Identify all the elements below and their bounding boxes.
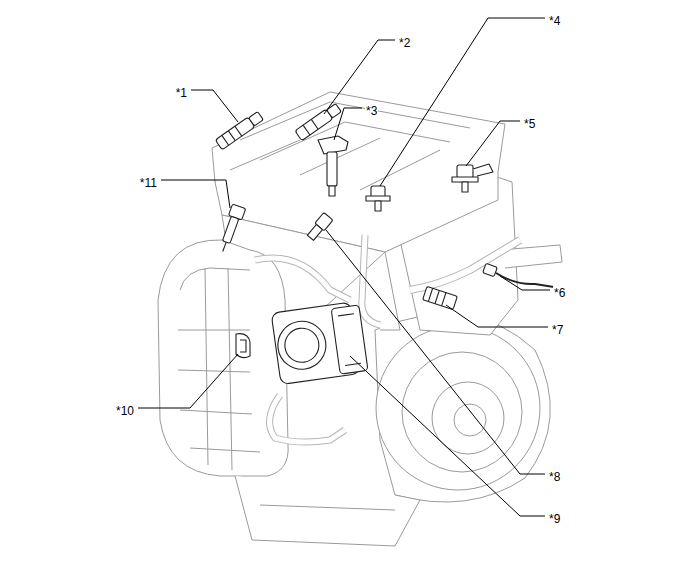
callout-label-holder: *6 — [553, 283, 566, 301]
leader-lines-piece — [324, 40, 395, 114]
leader-lines-piece — [138, 354, 238, 408]
callout-number: *1 — [175, 86, 188, 100]
sensor-parts-piece-piece — [222, 216, 238, 243]
sensor-parts-piece-piece — [331, 305, 368, 374]
engine-outline-piece — [454, 404, 486, 436]
engine-outline-piece — [270, 395, 345, 442]
sensor-parts-piece-piece — [283, 326, 321, 364]
sensor-parts-piece-piece — [462, 182, 468, 192]
engine-outline-piece — [178, 268, 260, 452]
callout-label-holder: *3 — [365, 101, 378, 119]
engine-outline-piece — [205, 268, 232, 470]
callout-label-holder: *5 — [523, 114, 536, 132]
sensor-parts-piece — [452, 164, 493, 192]
leader-lines-piece — [446, 305, 548, 327]
engine-outline-piece — [376, 326, 540, 490]
sensor-parts — [215, 103, 560, 385]
callout-label-holder: *11 — [139, 173, 158, 191]
leader-lines-piece — [380, 18, 545, 186]
engine-outline-piece — [235, 476, 420, 546]
engine-outline-piece — [255, 258, 350, 300]
sensor-parts-piece-piece — [338, 314, 361, 366]
sensor-parts-piece — [271, 301, 368, 385]
leader-lines-piece — [350, 356, 545, 516]
sensor-parts-piece-piece — [423, 286, 458, 309]
leader-lines — [138, 18, 550, 516]
sensor-parts-piece-piece — [215, 117, 255, 150]
engine-outline-piece — [410, 240, 520, 290]
callout-number: *10 — [115, 404, 135, 418]
leader-lines-piece — [334, 108, 362, 140]
leader-lines-piece — [500, 276, 550, 290]
sensor-parts-piece-piece — [428, 288, 446, 306]
callout-label-holder: *4 — [548, 11, 561, 29]
sensor-parts-piece-piece — [483, 263, 498, 277]
engine-outline-piece — [260, 122, 450, 160]
callout-label-holder: *7 — [551, 320, 564, 338]
sensor-parts-piece-piece — [327, 152, 337, 186]
leader-lines-piece — [191, 90, 238, 122]
callout-label-holder: *8 — [548, 467, 561, 485]
callout-label-holder: *2 — [398, 33, 411, 51]
callout-number: *7 — [551, 323, 564, 337]
sensor-parts-piece-piece — [240, 340, 246, 352]
callout-number: *8 — [548, 470, 561, 484]
callout-label-holder: *9 — [548, 509, 561, 527]
callout-number: *9 — [548, 512, 561, 526]
callout-number: *11 — [139, 176, 158, 190]
engine-outline — [158, 92, 562, 546]
engine-outline-piece — [255, 258, 350, 300]
callout-number: *3 — [365, 104, 378, 118]
sensor-parts-piece-piece — [329, 186, 335, 196]
sensor-parts-piece-piece — [457, 165, 473, 178]
sensor-parts-piece — [216, 204, 246, 254]
sensor-parts-piece-piece — [295, 109, 333, 141]
sensor-parts-piece-piece — [249, 112, 264, 127]
sensor-parts-piece-piece — [307, 224, 322, 240]
leader-lines-piece — [326, 230, 545, 474]
engine-outline-piece — [260, 505, 395, 510]
sensor-parts-piece-piece — [222, 126, 242, 145]
sensor-parts-piece-piece — [303, 119, 318, 135]
sensor-parts-piece — [215, 111, 264, 150]
sensor-parts-piece — [423, 286, 458, 309]
engine-outline-piece — [362, 235, 380, 325]
sensor-parts-piece-piece — [452, 177, 478, 182]
sensor-parts-piece — [366, 186, 390, 211]
sensor-parts-piece-piece — [327, 104, 342, 119]
engine-outline-piece — [362, 235, 380, 325]
sensor-parts-piece-piece — [223, 242, 226, 251]
sensor-parts-piece — [295, 103, 342, 141]
sensor-parts-piece-piece — [375, 201, 381, 211]
sensor-parts-piece — [483, 263, 560, 288]
callout-label-holder: *1 — [175, 83, 188, 101]
callout-number: *2 — [398, 36, 411, 50]
callout-number: *5 — [523, 117, 536, 131]
callout-number: *4 — [548, 14, 561, 28]
sensor-parts-piece-piece — [236, 334, 250, 358]
leader-lines-piece — [161, 180, 230, 208]
engine-outline-piece — [270, 395, 345, 442]
sensor-parts-piece — [236, 334, 250, 358]
sensor-parts-piece-piece — [318, 136, 348, 154]
callout-number: *6 — [553, 286, 566, 300]
sensor-parts-piece — [318, 136, 348, 196]
sensor-parts-piece — [306, 212, 333, 241]
engine-outline-piece — [380, 252, 400, 330]
engine-outline-piece — [410, 240, 520, 290]
sensor-parts-piece-piece — [366, 196, 390, 201]
sensor-parts-piece-piece — [275, 318, 329, 372]
engine-outline-piece — [240, 102, 470, 140]
callout-label-holder: *10 — [115, 401, 135, 419]
engine-outline-piece — [158, 240, 288, 476]
leader-lines-piece — [466, 121, 520, 166]
sensor-parts-piece-piece — [496, 273, 560, 288]
sensor-parts-piece-piece — [473, 164, 493, 176]
